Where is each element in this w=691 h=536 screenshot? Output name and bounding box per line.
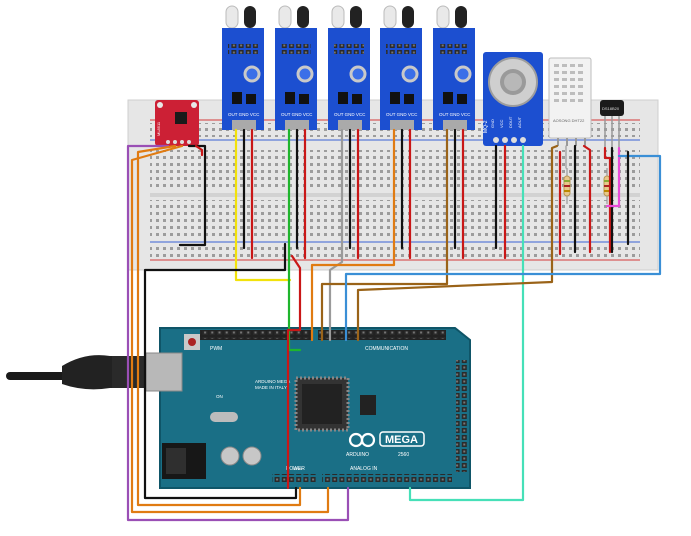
gas-sensor: MQ-2 GND VCC DOUT AOUT xyxy=(483,52,543,146)
wire-pink xyxy=(605,146,621,208)
gas-pin-dout: DOUT xyxy=(508,116,513,128)
dc-jack-icon xyxy=(162,443,206,479)
ir-pin-label: OUT GND VCC xyxy=(439,112,471,117)
header-digital-right xyxy=(456,360,468,472)
wire-green xyxy=(287,128,302,352)
wire-yellow xyxy=(234,128,292,282)
wire-orange-uv2 xyxy=(130,144,330,514)
wire-brown-dht xyxy=(356,144,559,342)
gas-pin-aout: AOUT xyxy=(517,116,522,128)
mega-label: MEGA xyxy=(385,434,418,446)
wire-purple xyxy=(126,144,350,522)
ir-pin-label: OUT GND VCC xyxy=(386,112,418,117)
uv-label: ML8511 xyxy=(156,121,161,136)
usb-b-port xyxy=(145,352,183,392)
reset-button-icon[interactable] xyxy=(184,334,200,350)
power-label: POWER xyxy=(286,466,305,472)
gas-sensor-name: MQ-2 xyxy=(483,120,489,133)
dht22-sensor: AOSONG DHT22 xyxy=(548,57,592,146)
usb-cable-icon xyxy=(6,355,146,390)
wires xyxy=(126,128,662,522)
ir-sensor-2: OUT GND VCC xyxy=(275,5,317,130)
wire-blue xyxy=(344,154,662,342)
on-label: ON xyxy=(216,394,223,399)
dht-label: AOSONG DHT22 xyxy=(553,118,585,123)
header-power xyxy=(272,474,316,484)
ir-pin-label: OUT GND VCC xyxy=(334,112,366,117)
pwm-label: PWM xyxy=(210,346,222,352)
board-text-1: ARDUINO MEGA xyxy=(255,379,290,384)
arduino-version: 2560 xyxy=(398,452,409,458)
uv-sensor-module: ML8511 xyxy=(155,100,199,146)
header-analog xyxy=(322,474,452,484)
ir-sensor-3: OUT GND VCC xyxy=(328,5,370,130)
gas-pin-vcc: VCC xyxy=(499,119,504,128)
wire-cyan xyxy=(408,144,525,502)
ir-sensor-5: OUT GND VCC xyxy=(433,5,475,130)
wire-red-5v xyxy=(286,254,302,490)
board-text-2: MADE IN ITALY xyxy=(255,385,287,390)
wire-orange-ir4 xyxy=(310,128,396,342)
analog-label: ANALOG IN xyxy=(350,466,378,472)
communication-label: COMMUNICATION xyxy=(365,346,408,352)
arduino-brand: ARDUINO xyxy=(346,452,369,458)
resistor-1 xyxy=(563,168,571,204)
resistor-2 xyxy=(603,168,611,204)
ir-sensor-1: OUT GND VCC xyxy=(222,5,264,130)
gas-pin-gnd: GND xyxy=(490,119,495,128)
arduino-mega-board: PWM COMMUNICATION POWER ANALOG IN ARDUIN… xyxy=(145,327,471,489)
wire-black-gnd xyxy=(143,242,298,500)
microcontroller-chip-icon xyxy=(294,376,350,432)
ir-pin-label: OUT GND VCC xyxy=(228,112,260,117)
gnd-label: GND xyxy=(293,466,302,471)
wire-orange-uv1 xyxy=(136,144,302,507)
wire-brown-ir5 xyxy=(320,128,449,342)
arduino-logo: MEGA ARDUINO 2560 xyxy=(346,431,425,458)
wire-gray xyxy=(328,128,344,342)
ir-sensor-4: OUT GND VCC xyxy=(380,5,422,130)
ic-label: DS18B20 xyxy=(602,106,620,111)
temperature-ic: DS18B20 xyxy=(600,100,624,148)
ir-pin-label: OUT GND VCC xyxy=(281,112,313,117)
